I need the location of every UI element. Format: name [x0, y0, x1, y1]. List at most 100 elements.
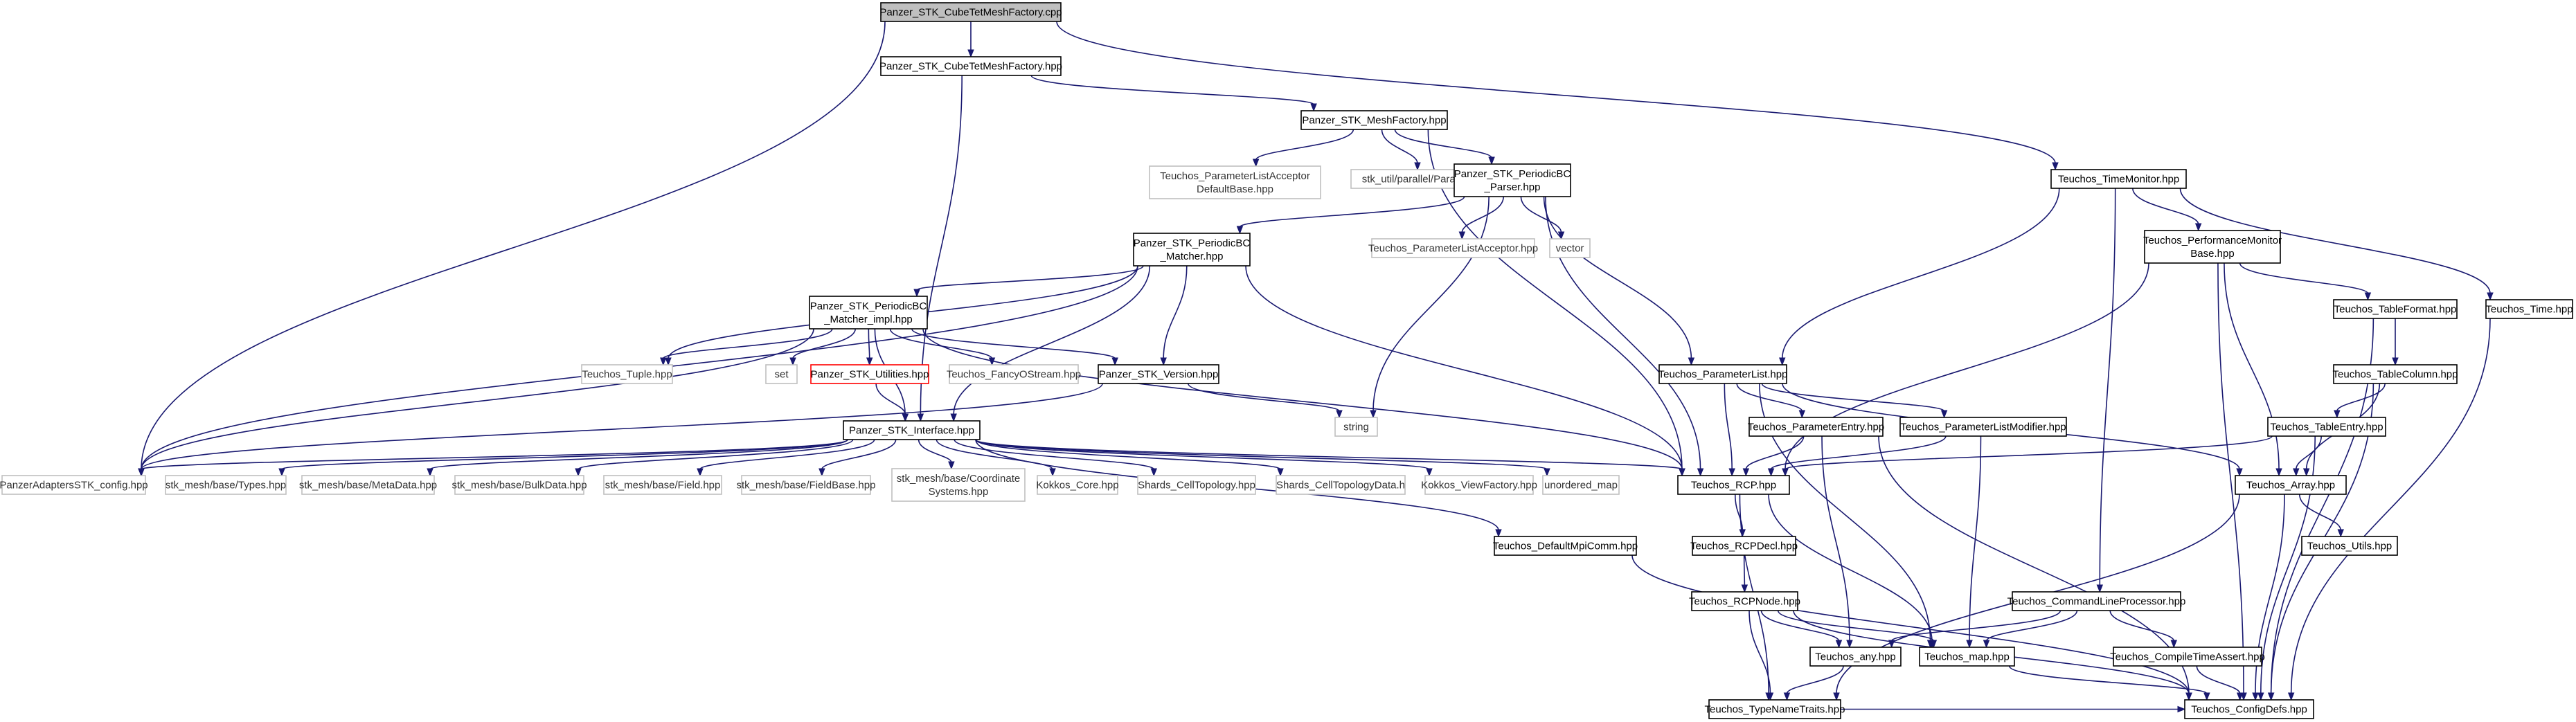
arrowhead: [1160, 357, 1167, 366]
arrowhead: [1426, 468, 1433, 477]
node-box: [1300, 110, 1448, 130]
node-utilities[interactable]: Panzer_STK_Utilities.hpp: [810, 364, 929, 384]
arrowhead: [1414, 162, 1421, 171]
arrowhead: [1766, 692, 1774, 701]
arrowhead: [2096, 584, 2104, 593]
node-box: [1494, 536, 1637, 556]
arrowhead: [1697, 468, 1704, 477]
arrowhead: [2293, 468, 2300, 477]
edge-line: [975, 439, 1548, 470]
edge-line: [821, 439, 897, 470]
node-label: Shards_CellTopology.hpp: [1138, 480, 1255, 491]
arrowhead: [1783, 692, 1791, 701]
node-label: Panzer_STK_Version.hpp: [1099, 369, 1219, 381]
edge-line: [2296, 435, 2322, 470]
edge-line: [141, 439, 848, 470]
arrowhead: [1236, 226, 1244, 235]
node-timemonitor[interactable]: Teuchos_TimeMonitor.hpp: [2050, 169, 2187, 189]
node-label: Panzer_STK_PeriodicBC: [810, 300, 927, 312]
edge-line: [1188, 383, 1340, 412]
node-periodicmatcher[interactable]: Panzer_STK_PeriodicBC_Matcher.hpp: [1133, 233, 1251, 267]
node-label: _Parser.hpp: [1484, 181, 1541, 193]
node-paramentry[interactable]: Teuchos_ParameterEntry.hpp: [1748, 417, 1884, 437]
arrowhead: [789, 357, 796, 366]
arrowhead: [819, 468, 825, 477]
arrowhead: [1679, 468, 1685, 477]
edge-matcherimpl-to-tuple: [660, 328, 833, 366]
edge-timemonitor-to-paramlist: [1778, 188, 2060, 366]
edge-compiletimeassert-to-configdefs: [2196, 665, 2244, 701]
node-metadata: stk_mesh/base/MetaData.hpp: [299, 475, 437, 495]
edge-line: [2224, 262, 2280, 470]
node-typenametraits[interactable]: Teuchos_TypeNameTraits.hpp: [1705, 699, 1845, 719]
edge-cmdline-to-compiletimeassert: [2109, 610, 2178, 649]
arrowhead: [2287, 692, 2295, 701]
node-paramlist[interactable]: Teuchos_ParameterList.hpp: [1658, 364, 1788, 384]
edge-perfmonitor-to-tableformat: [2239, 262, 2372, 301]
arrowhead: [1544, 468, 1550, 477]
node-box: [1137, 475, 1256, 495]
node-cmdline[interactable]: Teuchos_CommandLineProcessor.hpp: [2007, 591, 2186, 611]
node-box: [1334, 417, 1378, 437]
node-compiletimeassert[interactable]: Teuchos_CompileTimeAssert.hpp: [2110, 647, 2265, 667]
node-label: DefaultBase.hpp: [1197, 183, 1273, 195]
edge-paramlist-to-rcp: [1724, 383, 1735, 477]
node-set: set: [765, 364, 798, 384]
node-array[interactable]: Teuchos_Array.hpp: [2235, 475, 2347, 495]
node-tableformat[interactable]: Teuchos_TableFormat.hpp: [2333, 299, 2458, 319]
edge-line: [2008, 665, 2208, 694]
node-map[interactable]: Teuchos_map.hpp: [1919, 647, 2015, 667]
edge-time-to-configdefs: [2287, 318, 2491, 701]
node-box: [1899, 417, 2067, 437]
node-box: [1658, 364, 1787, 384]
node-fieldbase: stk_mesh/base/FieldBase.hpp: [737, 475, 875, 495]
node-defaultmpicomm[interactable]: Teuchos_DefaultMpiComm.hpp: [1493, 536, 1638, 556]
edge-typenametraits-to-configdefs: [1841, 705, 2186, 713]
dependency-edges: [138, 21, 2494, 713]
node-rcp[interactable]: Teuchos_RCP.hpp: [1677, 475, 1790, 495]
edge-meshfactory-to-stkparallel: [1381, 129, 1421, 171]
node-unorderedmap: unordered_map: [1542, 475, 1620, 495]
edge-line: [911, 328, 1116, 359]
node-periodicparser[interactable]: Panzer_STK_PeriodicBC_Parser.hpp: [1454, 163, 1571, 197]
node-rcpnode[interactable]: Teuchos_RCPNode.hpp: [1689, 591, 1800, 611]
node-tablecolumn[interactable]: Teuchos_TableColumn.hpp: [2333, 364, 2458, 384]
node-cubetet-hpp[interactable]: Panzer_STK_CubeTetMeshFactory.hpp: [879, 56, 1062, 76]
edge-line: [2099, 188, 2116, 586]
arrowhead: [2337, 529, 2344, 538]
arrowhead: [1252, 159, 1260, 168]
arrowhead: [950, 413, 957, 422]
node-label: Teuchos_map.hpp: [1924, 651, 2010, 663]
node-version[interactable]: Panzer_STK_Version.hpp: [1098, 364, 1219, 384]
node-time[interactable]: Teuchos_Time.hpp: [2485, 299, 2573, 319]
node-box: [2050, 169, 2187, 189]
node-interface[interactable]: Panzer_STK_Interface.hpp: [843, 420, 981, 440]
node-label: Teuchos_TableFormat.hpp: [2334, 304, 2457, 316]
edge-line: [975, 439, 1281, 470]
arrowhead: [2275, 468, 2282, 477]
edge-matcherimpl-to-utilities: [866, 328, 873, 366]
node-utils[interactable]: Teuchos_Utils.hpp: [2301, 536, 2398, 556]
edge-line: [920, 75, 963, 415]
arrowhead: [1940, 410, 1948, 419]
node-configdefs[interactable]: Teuchos_ConfigDefs.hpp: [2184, 699, 2314, 719]
node-box: [1542, 475, 1620, 495]
arrowhead: [948, 461, 955, 470]
node-box: [165, 475, 287, 495]
edge-timemonitor-to-time: [2179, 188, 2494, 301]
node-plmodifier[interactable]: Teuchos_ParameterListModifier.hpp: [1899, 417, 2067, 437]
node-any[interactable]: Teuchos_any.hpp: [1809, 647, 1902, 667]
node-label: Teuchos_CommandLineProcessor.hpp: [2007, 596, 2186, 608]
edge-line: [2179, 188, 2491, 294]
node-tableentry[interactable]: Teuchos_TableEntry.hpp: [2267, 417, 2386, 437]
arrowhead: [1557, 231, 1565, 240]
arrowhead: [1688, 357, 1695, 366]
edge-line: [1631, 554, 2190, 694]
node-meshfactory[interactable]: Panzer_STK_MeshFactory.hpp: [1300, 110, 1448, 130]
node-box: [2235, 475, 2347, 495]
node-rcpdecl[interactable]: Teuchos_RCPDecl.hpp: [1690, 536, 1798, 556]
node-box: [880, 2, 1062, 22]
node-vector: vector: [1549, 238, 1591, 258]
node-matcherimpl[interactable]: Panzer_STK_PeriodicBC_Matcher_impl.hpp: [809, 296, 928, 330]
